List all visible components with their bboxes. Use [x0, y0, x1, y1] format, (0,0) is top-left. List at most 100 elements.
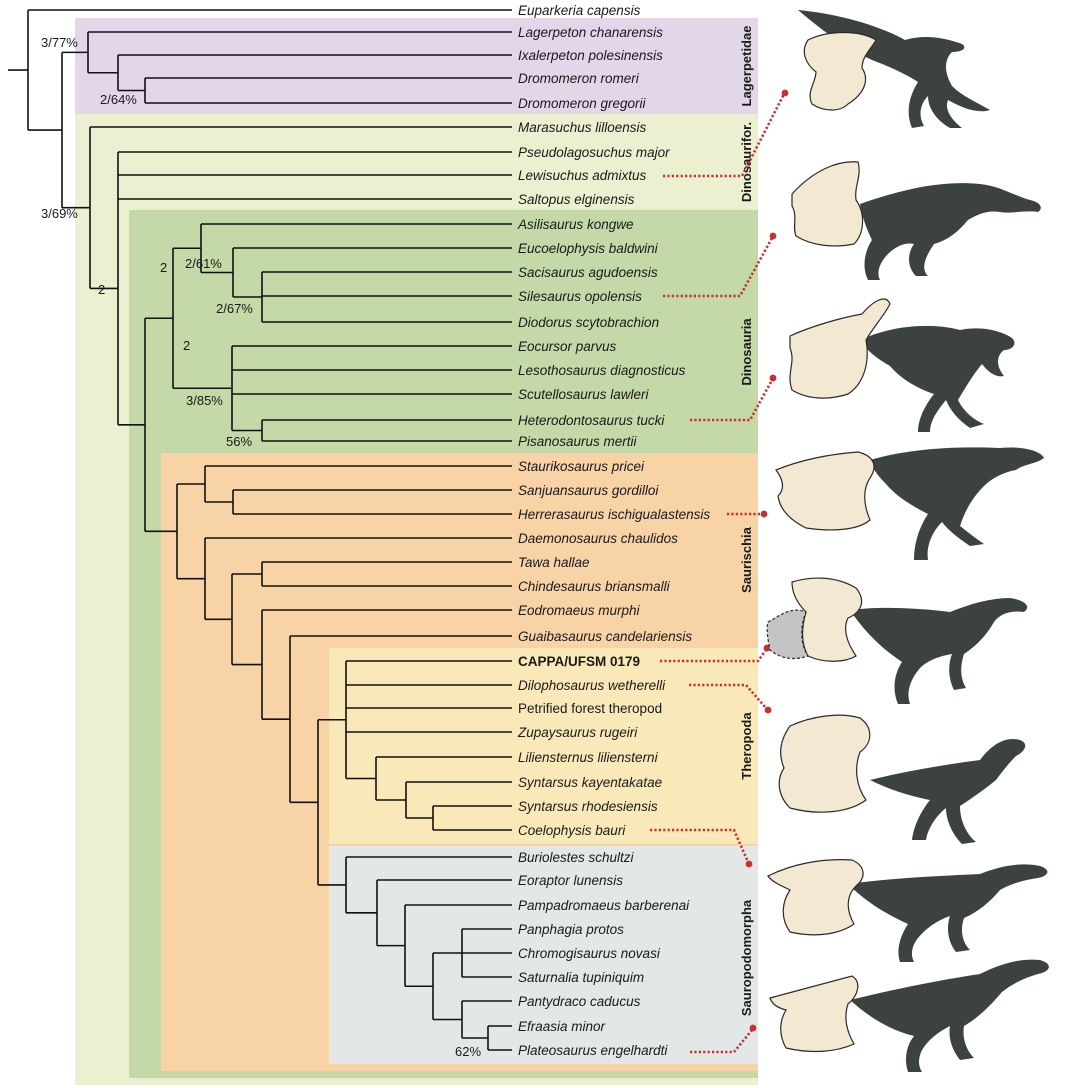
- taxon-label: Daemonosaurus chaulidos: [518, 531, 678, 546]
- taxon-label: Lewisuchus admixtus: [518, 168, 647, 183]
- support-values: 3/77% 2/64% 3/69% 2 2 2/61% 2/67% 2 3/85…: [41, 35, 481, 1059]
- taxon-label: CAPPA/UFSM 0179: [518, 654, 640, 669]
- ilium-bone-icon: [803, 31, 877, 111]
- support-value: 2/67%: [216, 301, 253, 316]
- clade-labels: Lagerpetidae Dinosaurifor. Dinosauria Sa…: [739, 26, 754, 1017]
- cappa-illustration: [766, 577, 1028, 704]
- taxon-label: Ixalerpeton polesinensis: [518, 48, 663, 63]
- support-value: 3/77%: [41, 35, 78, 50]
- taxon-label: Eoraptor lunensis: [518, 873, 623, 888]
- dilophosaurus-illustration: [778, 714, 1026, 844]
- ilium-bone-icon: [767, 859, 864, 936]
- taxon-label: Eocursor parvus: [518, 339, 617, 354]
- dinosaur-silhouette-icon: [860, 183, 1041, 280]
- support-value: 2/64%: [100, 92, 137, 107]
- taxon-label: Efraasia minor: [518, 1019, 606, 1034]
- taxon-label: Pampadromaeus barberenai: [518, 898, 690, 913]
- taxon-label: Saturnalia tupiniquim: [518, 970, 644, 985]
- dinosaur-silhouette-icon: [848, 864, 1048, 962]
- support-value: 56%: [226, 434, 252, 449]
- support-value: 3/85%: [186, 393, 223, 408]
- support-value: 2: [183, 338, 190, 353]
- support-value: 2: [160, 260, 167, 275]
- taxon-label: Chromogisaurus novasi: [518, 946, 661, 961]
- taxon-label: Saltopus elginensis: [518, 192, 635, 207]
- silesaurus-illustration: [791, 161, 1041, 280]
- taxon-label: Dilophosaurus wetherelli: [518, 678, 666, 693]
- illustration-leaders: [650, 89, 789, 1054]
- taxon-label: Pseudolagosuchus major: [518, 145, 670, 160]
- support-value: 3/69%: [41, 206, 78, 221]
- taxon-label: Scutellosaurus lawleri: [518, 387, 650, 402]
- taxon-label: Asilisaurus kongwe: [517, 217, 634, 232]
- taxon-label: Lagerpeton chanarensis: [518, 25, 663, 40]
- support-value: 2/61%: [185, 256, 222, 271]
- dinosaur-silhouette-icon: [860, 325, 1015, 432]
- plateosaurus-illustration: [769, 959, 1049, 1072]
- taxon-label: Herrerasaurus ischigualastensis: [518, 507, 710, 522]
- taxon-label: Diodorus scytobrachion: [518, 315, 659, 330]
- ilium-bone-icon: [791, 161, 864, 247]
- heterodontosaurus-illustration: [789, 298, 1015, 432]
- taxon-label: Plateosaurus engelhardti: [518, 1043, 668, 1058]
- clade-label-sauropodomorpha: Sauropodomorpha: [739, 899, 754, 1016]
- taxon-label: Zupaysaurus rugeiri: [517, 725, 638, 740]
- leader-dilophosaurus: [689, 683, 772, 714]
- lagerpeton-illustration: [798, 10, 990, 128]
- ilium-bone-icon: [769, 975, 859, 1053]
- taxon-label: Staurikosaurus pricei: [518, 459, 645, 474]
- taxon-label: Petrified forest theropod: [518, 701, 662, 716]
- taxon-label: Guaibasaurus candelariensis: [518, 629, 692, 644]
- dinosaur-silhouette-icon: [850, 959, 1049, 1072]
- ilium-bone-icon: [775, 451, 875, 531]
- bg-sauropodomorpha: [329, 846, 758, 1064]
- clade-label-dinosauria: Dinosauria: [739, 318, 754, 386]
- taxon-label: Buriolestes schultzi: [518, 850, 635, 865]
- taxon-label: Coelophysis bauri: [518, 823, 626, 838]
- leader-lewisuchus: [663, 89, 789, 178]
- taxon-label: Chindesaurus briansmalli: [518, 579, 671, 594]
- leader-coelophysis: [650, 828, 753, 868]
- leader-silesaurus: [663, 232, 777, 298]
- reconstructed-bone-icon: [766, 609, 809, 660]
- clade-label-lagerpetidae: Lagerpetidae: [739, 26, 754, 107]
- taxon-label: Syntarsus rhodesiensis: [518, 799, 658, 814]
- illustrations: [766, 10, 1049, 1072]
- taxon-label: Heterodontosaurus tucki: [518, 413, 665, 428]
- support-value: 62%: [455, 1044, 481, 1059]
- dinosaur-silhouette-icon: [870, 738, 1026, 844]
- coelophysis-illustration: [767, 859, 1048, 962]
- herrerasaurus-illustration: [775, 447, 1044, 560]
- taxon-label: Eodromaeus murphi: [518, 603, 641, 618]
- taxon-label: Pisanosaurus mertii: [518, 434, 638, 449]
- taxon-label: Pantydraco caducus: [518, 994, 641, 1009]
- taxon-label: Syntarsus kayentakatae: [518, 775, 662, 790]
- taxon-label: Dromomeron romeri: [518, 71, 640, 86]
- taxon-label: Panphagia protos: [518, 922, 624, 937]
- clade-label-saurischia: Saurischia: [739, 526, 754, 593]
- taxon-label: Marasuchus lilloensis: [518, 120, 647, 135]
- taxon-label: Dromomeron gregorii: [518, 96, 647, 111]
- support-value: 2: [98, 282, 105, 297]
- clade-label-dinosauriformes: Dinosaurifor.: [739, 122, 754, 202]
- taxon-label: Sacisaurus agudoensis: [518, 265, 658, 280]
- leader-plateosaurus: [690, 1024, 757, 1054]
- taxon-label: Tawa hallae: [518, 555, 590, 570]
- bg-lagerpetidae: [75, 18, 758, 114]
- dinosaur-silhouette-icon: [870, 447, 1044, 560]
- clade-backgrounds: [75, 18, 758, 1085]
- bg-theropoda: [329, 648, 758, 844]
- leader-herrerasaurus: [727, 510, 768, 518]
- taxon-label: Euparkeria capensis: [518, 3, 641, 18]
- taxon-label: Lesothosaurus diagnosticus: [518, 363, 686, 378]
- ilium-bone-icon: [778, 714, 871, 813]
- taxon-label: Liliensternus liliensterni: [518, 750, 659, 765]
- clade-label-theropoda: Theropoda: [739, 712, 754, 780]
- taxon-label: Silesaurus opolensis: [518, 289, 642, 304]
- leader-heterodontosaurus: [690, 374, 777, 422]
- taxon-label: Sanjuansaurus gordilloi: [518, 483, 659, 498]
- dinosaur-silhouette-icon: [850, 598, 1028, 704]
- tree-branches: [8, 9, 512, 1051]
